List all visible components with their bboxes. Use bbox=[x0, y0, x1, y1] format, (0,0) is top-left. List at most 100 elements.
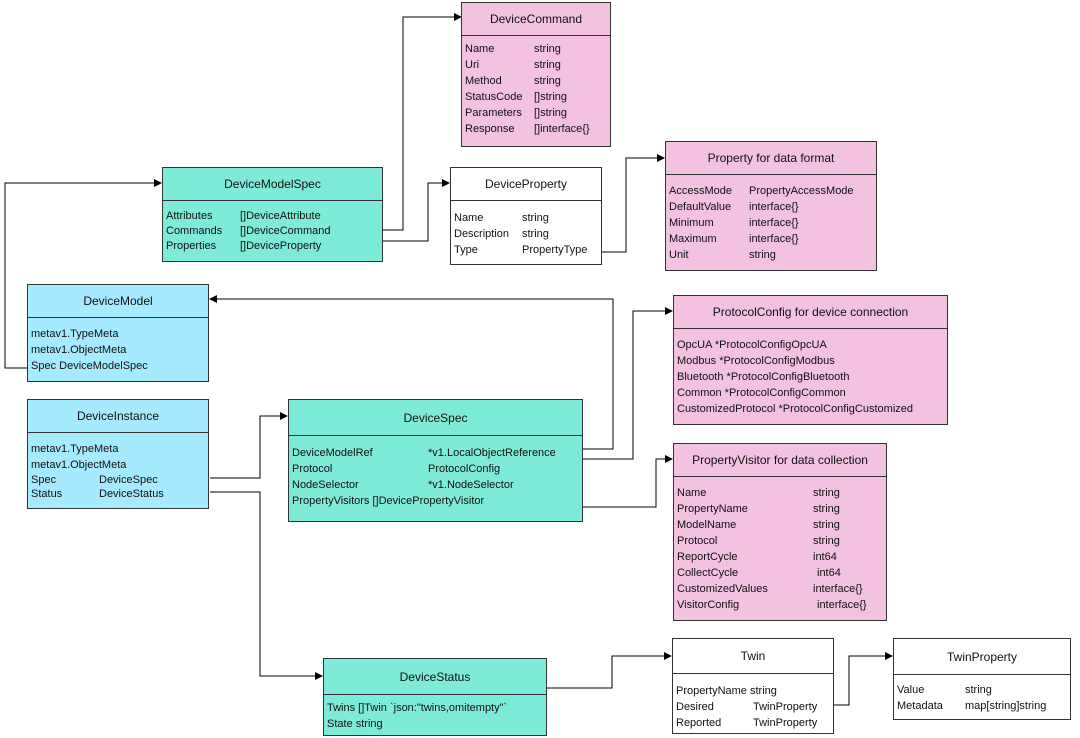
connector-spec-to-devicemodelspec bbox=[4, 179, 162, 369]
field-name: Method bbox=[465, 75, 502, 87]
field-line: metav1.TypeMeta bbox=[31, 443, 119, 455]
field-name: Response bbox=[465, 123, 515, 135]
field-row: Parameters []string bbox=[465, 105, 610, 121]
field-line: Modbus *ProtocolConfigModbus bbox=[677, 355, 835, 367]
field-name: Protocol bbox=[292, 463, 333, 475]
twin-title: Twin bbox=[673, 639, 833, 674]
field-type: interface{} bbox=[749, 217, 799, 229]
field-line: metav1.ObjectMeta bbox=[31, 459, 127, 471]
field-name: CustomizedValues bbox=[677, 583, 768, 595]
field-type: string bbox=[965, 684, 992, 696]
device-model-fields: metav1.TypeMeta metav1.ObjectMeta Spec D… bbox=[28, 318, 208, 374]
property-format-title: Property for data format bbox=[666, 142, 876, 175]
field-type: TwinProperty bbox=[753, 701, 818, 713]
connector-status-to-devicestatus bbox=[210, 491, 323, 680]
field-row: Description string bbox=[454, 226, 601, 242]
field-type: string bbox=[813, 535, 840, 547]
field-row: Name string bbox=[465, 41, 610, 57]
field-type: string bbox=[813, 487, 840, 499]
property-visitor-title: PropertyVisitor for data collection bbox=[674, 444, 886, 477]
device-instance-title: DeviceInstance bbox=[28, 400, 208, 433]
device-status-fields: Twins []Twin `json:"twins,omitempty"` St… bbox=[324, 695, 546, 732]
field-name: Desired bbox=[676, 701, 714, 713]
field-type: string bbox=[534, 75, 561, 87]
field-name: DefaultValue bbox=[669, 201, 732, 213]
device-spec-box: DeviceSpec DeviceModelRef*v1.LocalObject… bbox=[288, 399, 583, 522]
field-name: Parameters bbox=[465, 107, 522, 119]
field-name: Reported bbox=[676, 717, 722, 729]
field-type: string bbox=[749, 249, 776, 261]
field-name: NodeSelector bbox=[292, 479, 359, 491]
field-name: Description bbox=[454, 228, 510, 240]
field-name: Name bbox=[465, 43, 495, 55]
connector-twins-to-twin bbox=[547, 652, 672, 689]
device-property-title: DeviceProperty bbox=[451, 168, 601, 201]
field-type: []DeviceCommand bbox=[240, 225, 331, 237]
field-name: Type bbox=[454, 244, 478, 256]
field-type: map[string]string bbox=[965, 700, 1047, 712]
field-name: Commands bbox=[166, 225, 223, 237]
connector-properties-to-deviceproperty bbox=[383, 179, 450, 242]
field-line: Twins []Twin `json:"twins,omitempty"` bbox=[327, 702, 508, 714]
field-name: DeviceModelRef bbox=[292, 447, 373, 459]
field-name: Minimum bbox=[669, 217, 714, 229]
field-name: ReportCycle bbox=[677, 551, 738, 563]
field-type: []string bbox=[534, 107, 568, 119]
field-type: []interface{} bbox=[534, 123, 590, 135]
field-line: Bluetooth *ProtocolConfigBluetooth bbox=[677, 371, 850, 383]
connector-type-to-property-format bbox=[602, 154, 665, 253]
field-row: Attributes[]DeviceAttribute bbox=[166, 209, 382, 224]
field-type: DeviceSpec bbox=[99, 474, 158, 486]
field-type: interface{} bbox=[813, 583, 863, 595]
field-type: interface{} bbox=[817, 599, 867, 611]
connector-commands-to-devicecommand bbox=[383, 13, 462, 231]
field-row: CustomizedValues interface{} bbox=[677, 581, 886, 597]
field-line: PropertyName string bbox=[676, 685, 777, 697]
field-type: []DeviceAttribute bbox=[240, 210, 321, 222]
field-type: string bbox=[534, 43, 561, 55]
field-name: Status bbox=[31, 488, 63, 500]
field-name: StatusCode bbox=[465, 91, 523, 103]
field-row: Commands []DeviceCommand bbox=[166, 224, 382, 239]
field-name: Maximum bbox=[669, 233, 717, 245]
field-type: string bbox=[522, 228, 549, 240]
device-spec-title: DeviceSpec bbox=[289, 400, 582, 436]
device-model-box: DeviceModel metav1.TypeMeta metav1.Objec… bbox=[27, 284, 209, 382]
field-type: PropertyType bbox=[522, 244, 588, 256]
field-name: CollectCycle bbox=[677, 567, 739, 579]
connector-protocol-to-protocolconfig bbox=[583, 307, 673, 460]
device-model-spec-fields: Attributes[]DeviceAttribute Commands []De… bbox=[163, 201, 382, 254]
field-type: ProtocolConfig bbox=[428, 463, 501, 475]
field-row: Protocol ProtocolConfig bbox=[292, 461, 582, 477]
field-line: PropertyVisitors []DevicePropertyVisitor bbox=[292, 495, 485, 507]
protocol-config-fields: OpcUA *ProtocolConfigOpcUA Modbus *Proto… bbox=[674, 329, 947, 417]
device-spec-fields: DeviceModelRef*v1.LocalObjectReference P… bbox=[289, 436, 582, 509]
field-type: string bbox=[522, 212, 549, 224]
field-line: Spec DeviceModelSpec bbox=[31, 360, 148, 372]
field-row: Minimum interface{} bbox=[669, 215, 876, 231]
field-type: TwinProperty bbox=[753, 717, 818, 729]
field-row: StatusCode[]string bbox=[465, 89, 610, 105]
